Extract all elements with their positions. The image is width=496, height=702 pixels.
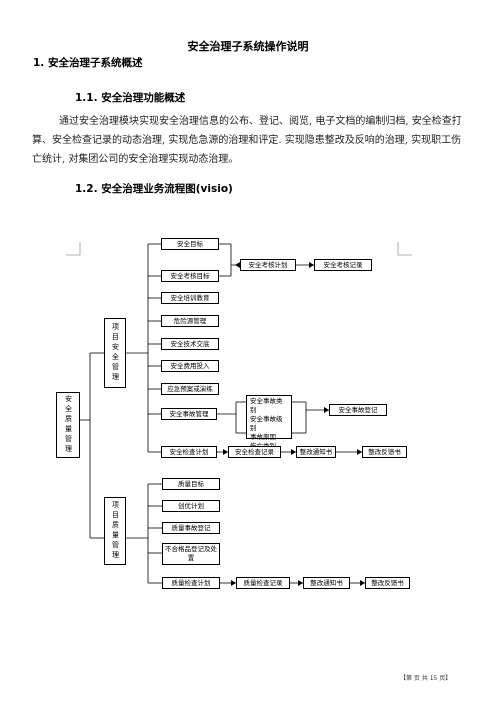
- document-title: 安全治理子系统操作说明: [187, 40, 309, 53]
- quality-item-target: 质量目标: [162, 478, 220, 490]
- root-safety-quality-management: 安全质量管理: [56, 392, 80, 458]
- safety-item-emergency-plan: 应急预案或演练: [161, 383, 219, 395]
- safety-check-record: 安全检查记录: [228, 446, 281, 458]
- safety-item-tech-briefing: 安全技术交底: [161, 338, 219, 350]
- quality-rectify-notice: 整改通知书: [303, 577, 350, 589]
- safety-item-assess-target: 安全考核目标: [161, 270, 219, 282]
- heading-1-2: 1.2. 安全治理业务流程图(visio): [75, 183, 233, 195]
- accident-category: 安全事故类别: [250, 397, 283, 414]
- safety-assess-record: 安全考核记录: [314, 259, 372, 271]
- overview-paragraph: 通过安全治理模块实现安全治理信息的公布、登记、阅览, 电子文档的编制归档, 安全…: [32, 116, 462, 165]
- safety-item-accident-management: 安全事故管理: [161, 408, 217, 420]
- accident-register: 安全事故登记: [329, 404, 387, 416]
- safety-item-check-plan: 安全检查计划: [161, 446, 217, 458]
- quality-rectify-feedback: 整改反馈书: [365, 577, 410, 589]
- quality-item-excellence-plan: 创优计划: [162, 500, 220, 512]
- quality-item-nonconforming: 不合格品登记及处置: [162, 543, 220, 565]
- safety-item-hazard-source: 危险源管理: [161, 315, 219, 327]
- page-footer: 【第 页 共 15 页】: [400, 675, 452, 682]
- safety-item-cost-input: 安全费用投入: [161, 360, 219, 372]
- accident-level: 安全事故级别: [250, 415, 283, 432]
- project-safety-management: 项目安全管理: [104, 318, 126, 388]
- quality-check-record: 质量检查记录: [236, 577, 290, 589]
- accident-type-list: 安全事故类别 安全事故级别 事故原因 伤亡类别: [246, 395, 292, 450]
- safety-rectify-notice: 整改通知书: [296, 446, 336, 458]
- accident-cause: 事故原因: [250, 433, 276, 441]
- heading-1: 1. 安全治理子系统概述: [33, 57, 143, 69]
- project-quality-management: 项目质量管理: [104, 497, 126, 565]
- quality-item-accident-register: 质量事故登记: [162, 522, 220, 534]
- heading-1-1: 1.1. 安全治理功能概述: [75, 92, 186, 104]
- quality-item-check-plan: 质量检查计划: [162, 577, 220, 589]
- safety-item-training: 安全培训教育: [161, 292, 219, 304]
- safety-rectify-feedback: 整改反馈书: [362, 446, 407, 458]
- safety-assess-plan: 安全考核计划: [240, 259, 296, 271]
- safety-item-target: 安全目标: [161, 238, 219, 250]
